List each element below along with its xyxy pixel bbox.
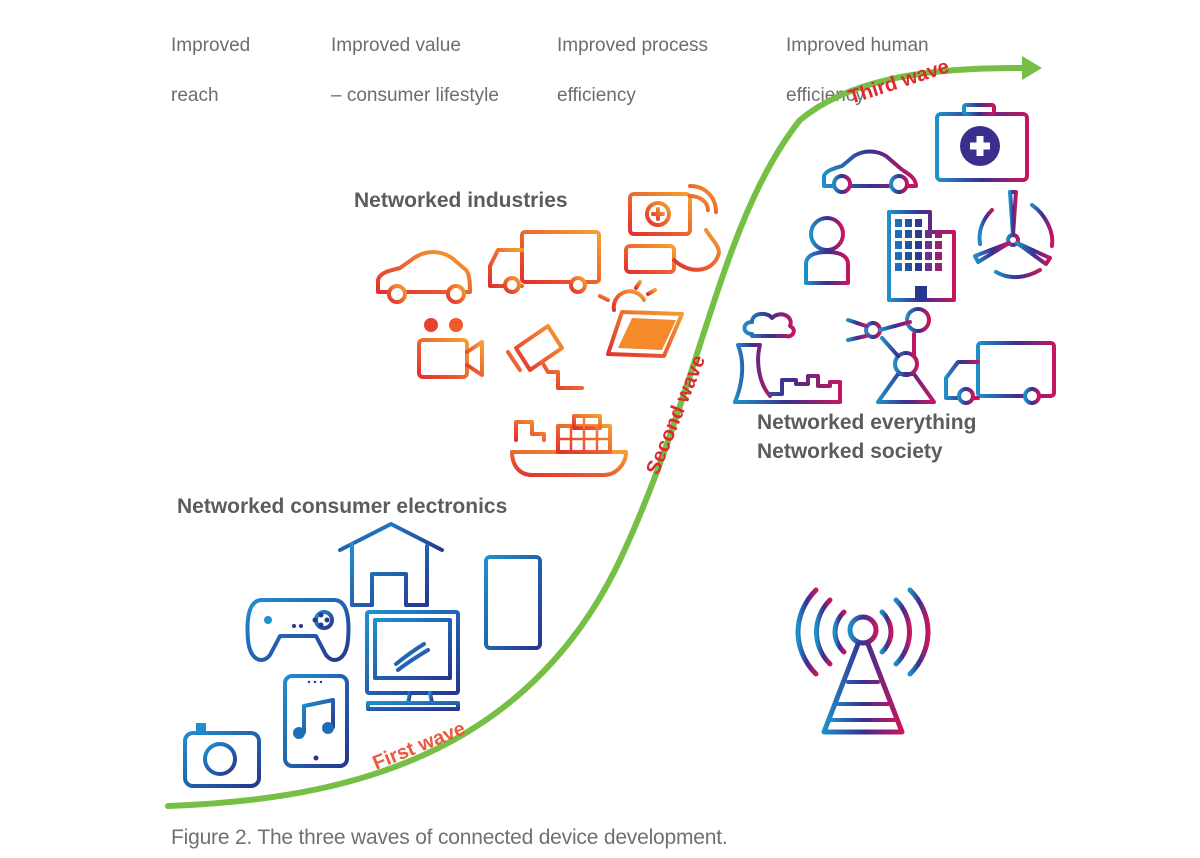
building-window bbox=[915, 252, 922, 260]
house-icon bbox=[338, 522, 444, 607]
building-window bbox=[915, 263, 922, 271]
curve-arrowhead bbox=[1022, 56, 1042, 80]
building-window bbox=[895, 263, 902, 271]
person-icon bbox=[804, 216, 850, 285]
building-window bbox=[905, 219, 912, 227]
solar-panel-icon bbox=[596, 280, 684, 370]
robot-arm-icon bbox=[846, 307, 936, 404]
gamepad-icon bbox=[245, 598, 351, 662]
building-window bbox=[905, 230, 912, 238]
car-icon bbox=[822, 149, 918, 194]
building-windows bbox=[895, 219, 942, 271]
building-window bbox=[915, 241, 922, 249]
building-window bbox=[915, 230, 922, 238]
building-window bbox=[895, 252, 902, 260]
header-improved-process: Improved process efficiency bbox=[557, 8, 708, 133]
car-icon bbox=[376, 250, 472, 304]
connected-medkit-icon bbox=[616, 184, 721, 274]
group-title-everything-line1: Networked everything bbox=[757, 411, 977, 434]
wave-label-second: Second wave bbox=[642, 352, 710, 478]
building-window bbox=[925, 230, 932, 238]
building-window bbox=[935, 252, 942, 260]
truck-icon bbox=[488, 230, 601, 294]
building-window bbox=[935, 241, 942, 249]
group-title-everything: Networked everything Networked society bbox=[757, 408, 976, 466]
building-window bbox=[905, 263, 912, 271]
building-window bbox=[895, 219, 902, 227]
header-improved-reach: Improved reach bbox=[171, 8, 250, 133]
group-title-consumer: Networked consumer electronics bbox=[177, 495, 508, 518]
header-improved-value: Improved value – consumer lifestyle bbox=[331, 8, 499, 133]
tv-monitor-icon bbox=[365, 610, 460, 711]
figure-caption: Figure 2. The three waves of connected d… bbox=[171, 826, 728, 849]
building-window bbox=[935, 230, 942, 238]
building-window bbox=[895, 230, 902, 238]
music-tablet-icon bbox=[283, 674, 349, 768]
header-line: Improved bbox=[171, 35, 251, 56]
cargo-ship-icon bbox=[510, 414, 628, 477]
truck-icon bbox=[944, 341, 1056, 405]
video-camera-icon bbox=[417, 318, 484, 379]
header-line: – consumer lifestyle bbox=[331, 85, 499, 106]
building-window bbox=[925, 263, 932, 271]
medkit-icon bbox=[935, 103, 1029, 182]
building-window bbox=[915, 219, 922, 227]
building-window bbox=[895, 241, 902, 249]
gamepad-buttons bbox=[312, 612, 330, 628]
camera-icon bbox=[183, 723, 261, 788]
building-window bbox=[925, 241, 932, 249]
radio-tower-icon bbox=[795, 587, 931, 735]
wind-turbine-icon bbox=[973, 190, 1055, 279]
wave-label-third: Third wave bbox=[846, 56, 952, 109]
building-window bbox=[935, 263, 942, 271]
fridge-icon bbox=[484, 555, 542, 650]
header-line: Improved human bbox=[786, 35, 929, 56]
group-title-everything-line2: Networked society bbox=[757, 440, 943, 463]
power-plant-icon bbox=[733, 311, 842, 404]
building-window bbox=[925, 252, 932, 260]
header-line: efficiency bbox=[557, 85, 636, 106]
wave-label-first: First wave bbox=[370, 718, 469, 775]
growth-curve bbox=[165, 65, 1028, 809]
building-window bbox=[905, 252, 912, 260]
header-line: Improved process bbox=[557, 35, 709, 56]
security-camera-icon bbox=[506, 324, 584, 390]
header-line: Improved value bbox=[331, 35, 461, 56]
building-window bbox=[905, 241, 912, 249]
group-title-industries: Networked industries bbox=[354, 189, 568, 212]
header-line: reach bbox=[171, 85, 219, 106]
